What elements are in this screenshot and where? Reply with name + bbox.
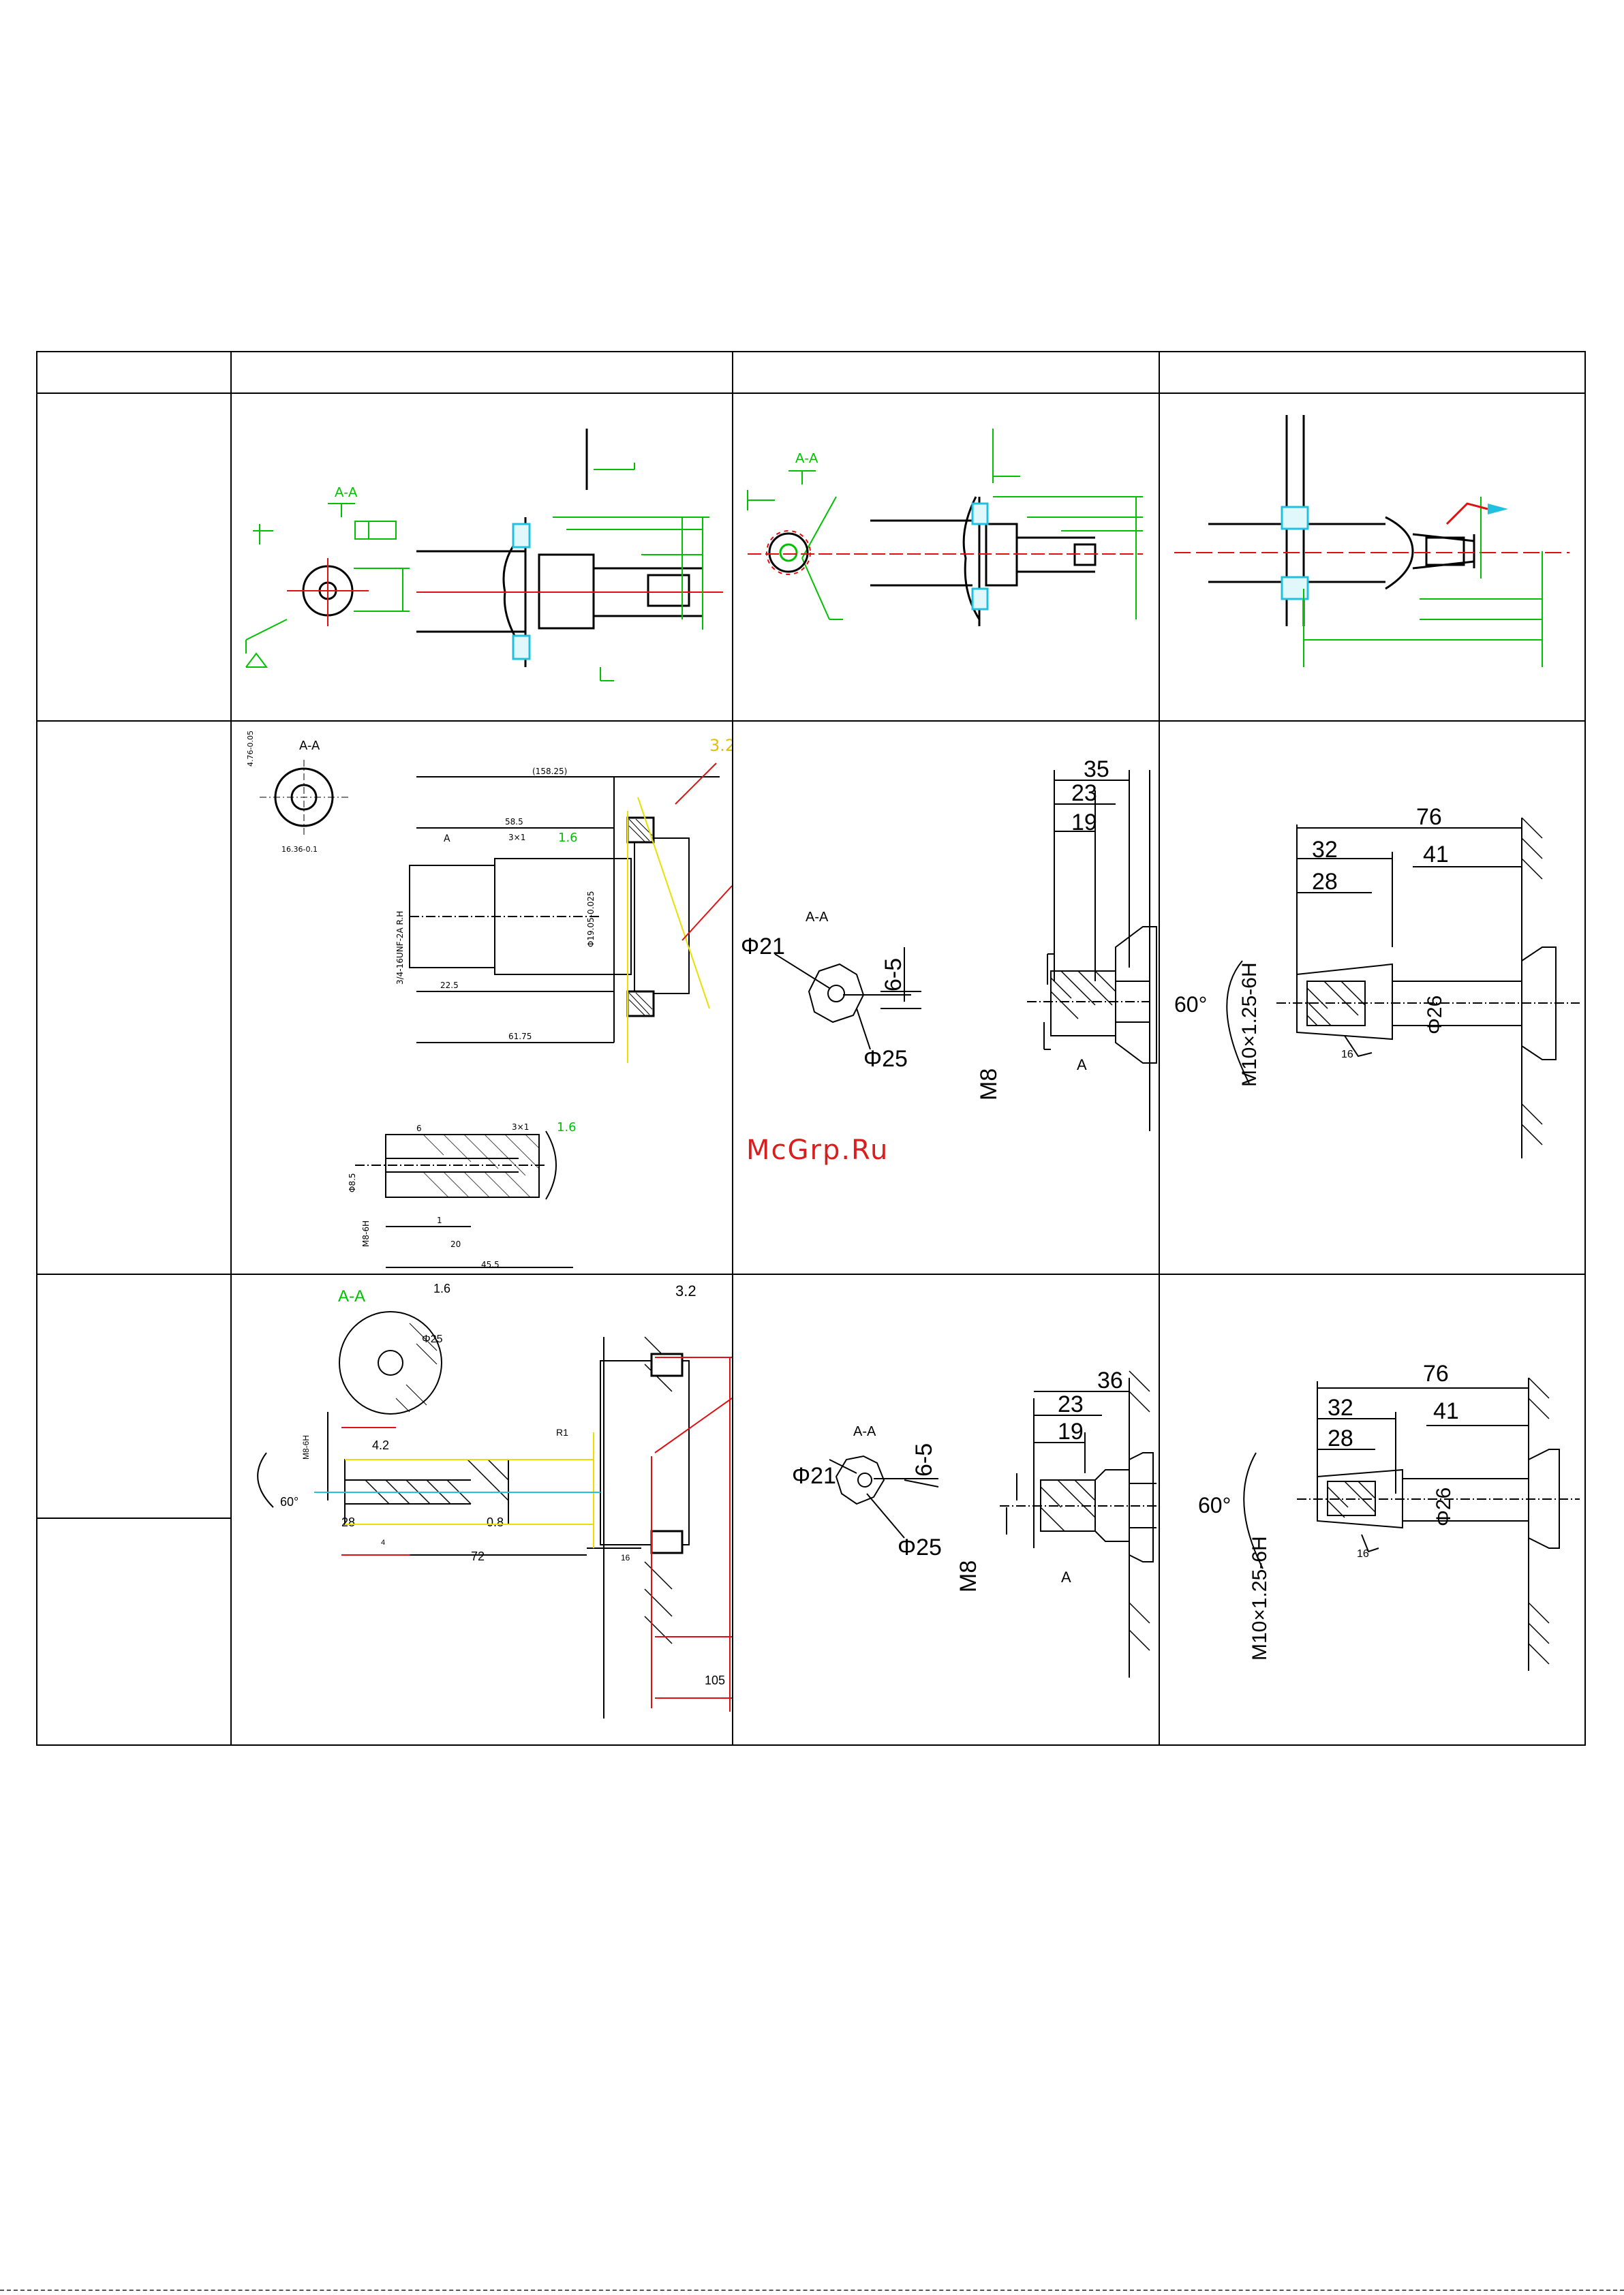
finish-mark: 16 (1341, 1049, 1353, 1060)
d76: 76 (1423, 1361, 1449, 1387)
shaft-dia: Φ19.05-0.025 (586, 891, 596, 947)
a-label: A (1061, 1569, 1071, 1586)
finish-top: 3.2 (709, 736, 732, 755)
drawing-row1-col3 (1161, 395, 1584, 720)
drawing-row2-col1: A-A 3.2 16.36-0.1 4.76-0.05 (158.25) 58.… (232, 722, 732, 1273)
phi25: Φ25 (422, 1334, 443, 1345)
d4: 4 (381, 1539, 385, 1547)
d45: 45.5 (481, 1260, 500, 1269)
key-dim: 16.36-0.1 (281, 845, 318, 854)
d1: 1 (437, 1216, 442, 1225)
m8-thread: M8-6H (361, 1220, 371, 1247)
d23: 23 (1071, 780, 1097, 806)
d28: 28 (1328, 1426, 1353, 1451)
d19: 19 (1071, 810, 1097, 835)
angle-60: 60° (1174, 992, 1207, 1017)
a-label: A (444, 833, 450, 844)
d105: 105 (705, 1674, 725, 1687)
phi26: Φ26 (1433, 1488, 1455, 1526)
overall-dim: (158.25) (532, 767, 567, 776)
header-cell-2 (232, 352, 733, 393)
drawing-row3-col1: A-A 1.6 3.2 Φ25 4.2 R1 60° M8-6H 28 0.8 … (232, 1276, 732, 1744)
finish-mark: 16 (1357, 1548, 1369, 1560)
r65: 6-5 (911, 1443, 937, 1477)
section-label: A-A (806, 910, 829, 925)
d08: 0.8 (487, 1515, 504, 1529)
finish-a: 1.6 (433, 1282, 450, 1295)
r65: 6-5 (880, 958, 906, 991)
d42: 4.2 (372, 1438, 389, 1452)
d28: 28 (341, 1515, 355, 1529)
d19: 19 (1058, 1419, 1084, 1445)
d16: 16 (621, 1553, 630, 1562)
drawing-row1-col1: A-A (232, 395, 732, 720)
finish-b: 3.2 (675, 1282, 696, 1299)
table-grid (36, 351, 1586, 1746)
d23: 23 (1058, 1391, 1084, 1417)
d36: 36 (1097, 1368, 1123, 1393)
phi25: Φ25 (898, 1535, 942, 1560)
drawing-row2-col3: M10×1.25-6H 60° 76 32 28 41 Φ26 16 (1161, 722, 1584, 1273)
footer-rule (0, 2290, 1624, 2294)
chamfer-dim: 3×1 (508, 833, 525, 842)
drawing-row2-col2: A-A Φ21 Φ25 6-5 M8 (734, 722, 1159, 1273)
section-label: A-A (853, 1424, 876, 1439)
dia85: Φ8.5 (348, 1173, 357, 1192)
thread-dim: 3/4-16UNF-2A R.H (395, 911, 405, 985)
drawing-row3-col2: A-A Φ21 Φ25 6-5 M8 36 23 19 A (734, 1276, 1159, 1744)
d72: 72 (471, 1550, 485, 1563)
len2-dim: 22.5 (440, 981, 459, 990)
detail-finish: 1.6 (557, 1120, 577, 1135)
kw-dim: 4.76-0.05 (246, 730, 255, 767)
angle-60: 60° (1198, 1493, 1231, 1518)
a-label: A (1077, 1056, 1087, 1073)
section-label: A-A (299, 739, 320, 753)
len3-dim: 61.75 (508, 1032, 532, 1041)
phi26: Φ26 (1424, 996, 1446, 1034)
section-label: A-A (795, 451, 818, 466)
dim6: 6 (416, 1124, 422, 1133)
phi21: Φ21 (792, 1463, 836, 1489)
header-cell-4 (1161, 352, 1584, 393)
d35: 35 (1084, 756, 1109, 782)
m8: M8 (955, 1560, 981, 1592)
section-label: A-A (335, 485, 358, 500)
d20: 20 (450, 1239, 461, 1249)
len1-dim: 58.5 (505, 817, 523, 827)
r1-label: R1 (556, 1427, 568, 1438)
watermark: McGrp.Ru (746, 1135, 889, 1166)
drawing-row3-col3: M10×1.25-6H 60° 76 32 28 41 Φ26 16 (1161, 1276, 1584, 1744)
header-cell-1 (37, 352, 231, 393)
d41: 41 (1423, 842, 1449, 867)
m8-thread: M8-6H (301, 1435, 311, 1460)
angle-60: 60° (280, 1495, 298, 1509)
detail-chamfer: 3×1 (512, 1122, 529, 1132)
thread-m10: M10×1.25-6H (1248, 1536, 1271, 1661)
header-cell-3 (734, 352, 1159, 393)
d28: 28 (1312, 869, 1338, 895)
spec-table: A-A (36, 351, 1586, 1746)
finish-mark: 1.6 (558, 831, 578, 845)
drawing-row1-col2: A-A (734, 395, 1159, 720)
phi25: Φ25 (863, 1046, 908, 1072)
section-label: A-A (338, 1287, 365, 1306)
d41: 41 (1433, 1398, 1459, 1424)
m8: M8 (976, 1068, 1002, 1100)
thread-m10: M10×1.25-6H (1238, 962, 1261, 1087)
d32: 32 (1328, 1395, 1353, 1421)
d76: 76 (1416, 804, 1442, 830)
